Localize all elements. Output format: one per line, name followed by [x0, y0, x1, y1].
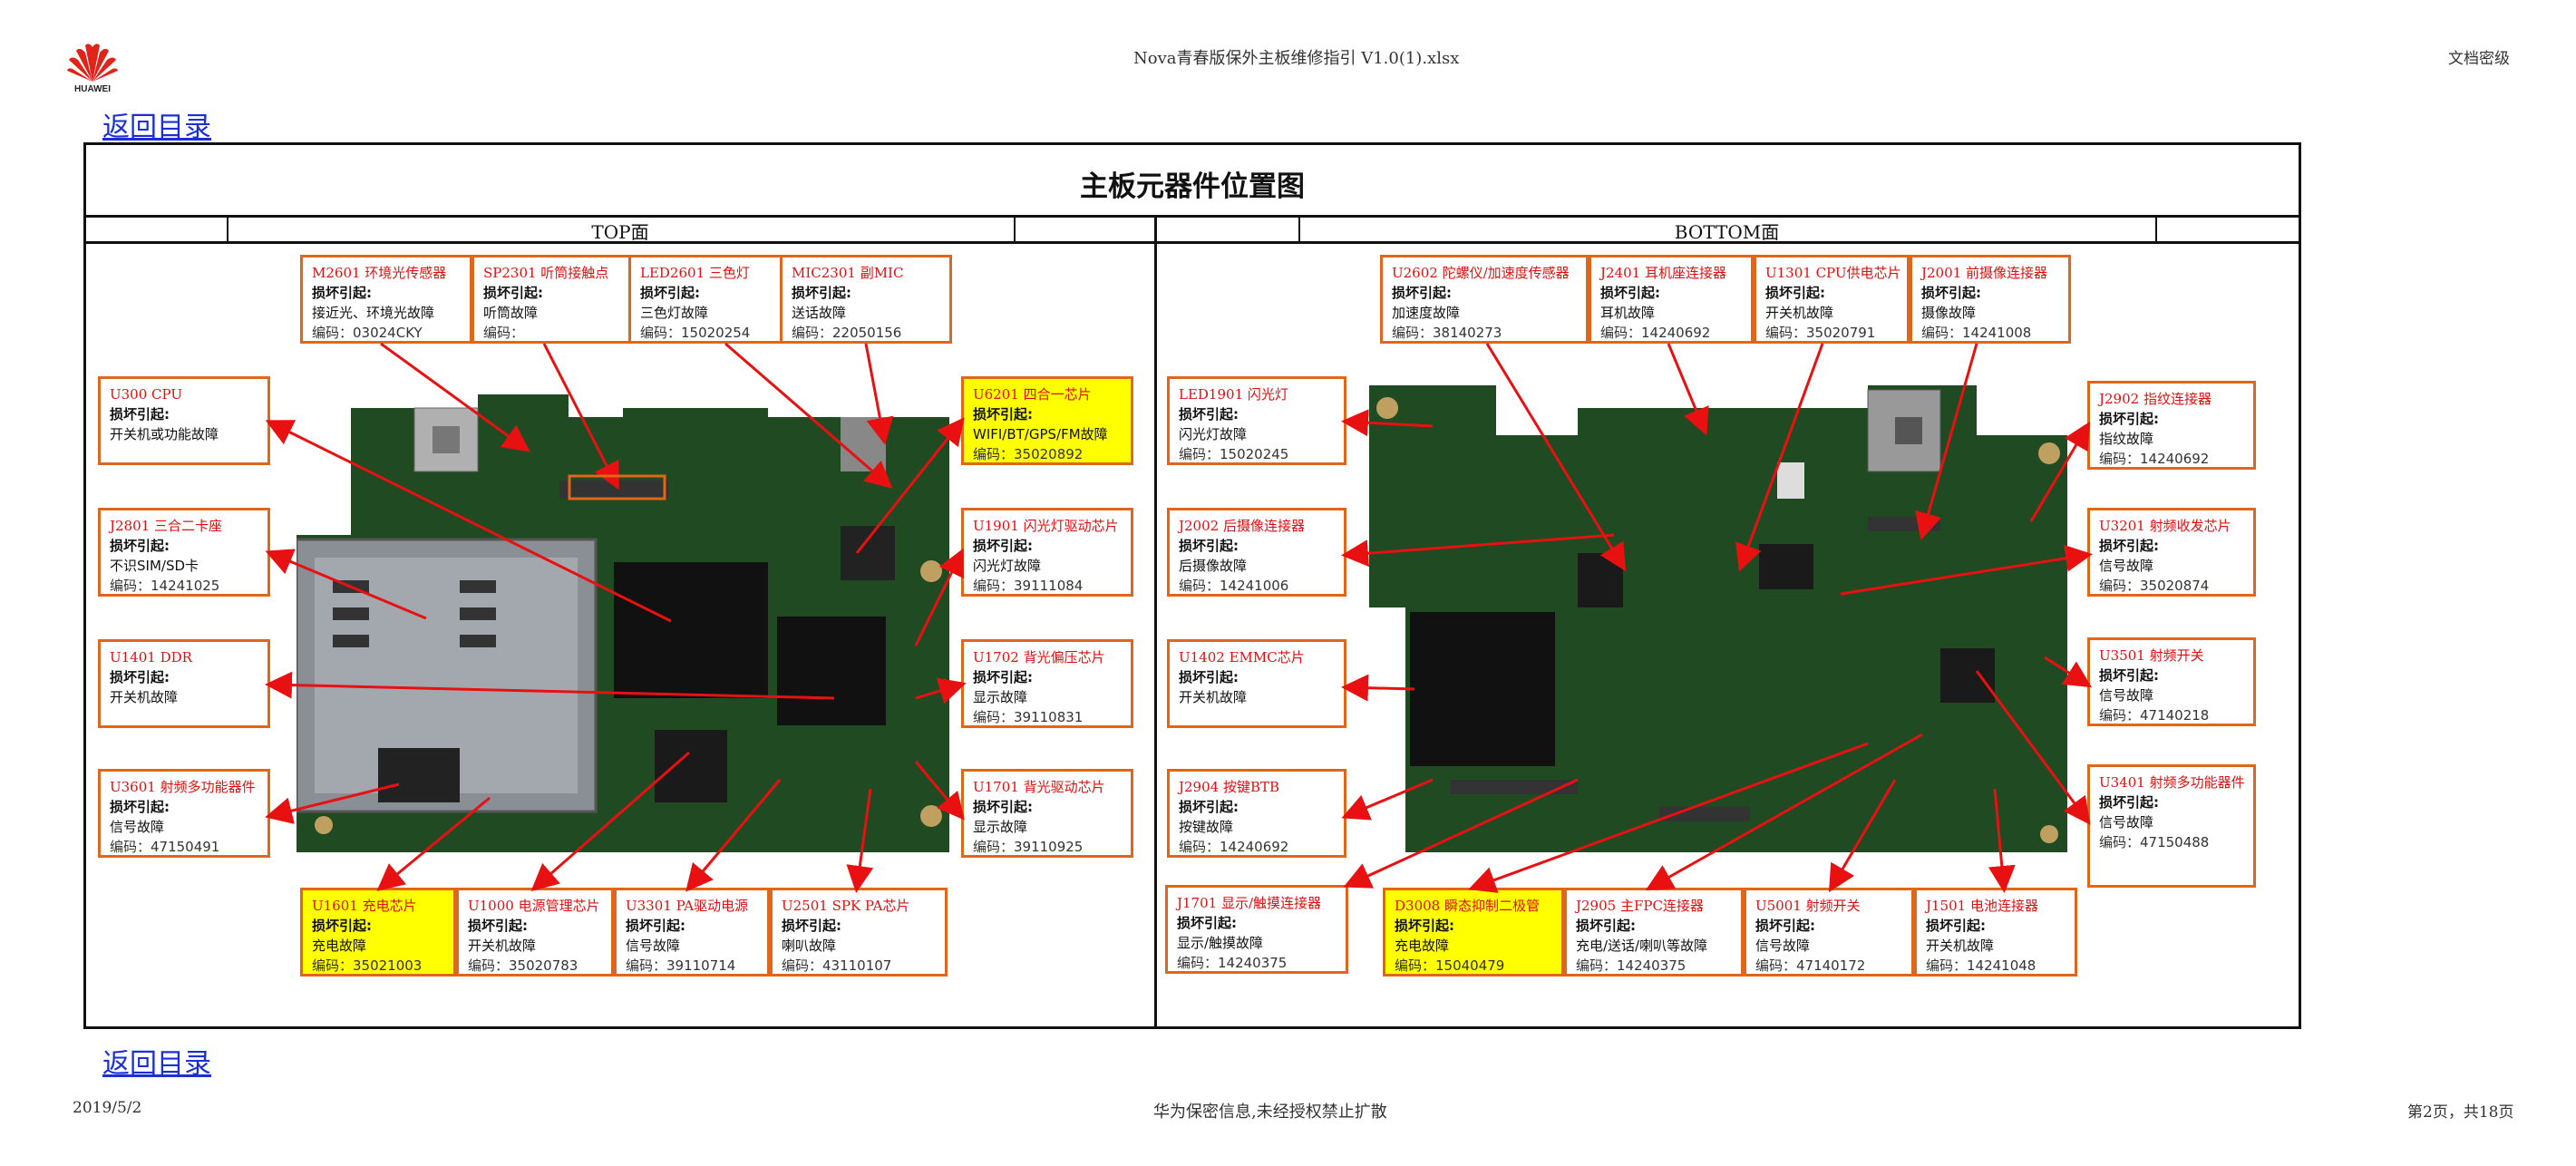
- label-j2905: J2905 主FPC连接器损坏引起:充电/送话/喇叭等故障编码：14240375: [1564, 888, 1744, 977]
- label-j1701: J1701 显示/触摸连接器损坏引起:显示/触摸故障编码：14240375: [1165, 885, 1348, 974]
- label-u3601: U3601 射频多功能器件损坏引起:信号故障编码：47150491: [98, 769, 270, 858]
- back-to-index-link-bottom[interactable]: 返回目录: [102, 1048, 211, 1080]
- bottom-board-image: [1360, 381, 2067, 852]
- label-u1601: U1601 充电芯片损坏引起:充电故障编码：35021003: [300, 888, 456, 977]
- divider: [1154, 215, 1157, 1029]
- divider: [227, 215, 228, 242]
- label-u6201: U6201 四合一芯片损坏引起:WIFI/BT/GPS/FM故障编码：35020…: [961, 376, 1133, 465]
- divider: [1298, 215, 1300, 242]
- footer-page-number: 第2页，共18页: [2407, 1103, 2514, 1122]
- label-m2601: M2601 环境光传感器损坏引起:接近光、环境光故障编码：03024CKY: [300, 255, 472, 344]
- divider: [1014, 215, 1016, 242]
- label-sp2301: SP2301 听筒接触点损坏引起:听筒故障编码：: [471, 255, 644, 344]
- label-u3501: U3501 射频开关损坏引起:信号故障编码：47140218: [2087, 637, 2256, 726]
- label-u1702: U1702 背光偏压芯片损坏引起:显示故障编码：39110831: [961, 639, 1133, 728]
- label-u1301: U1301 CPU供电芯片损坏引起:开关机故障编码：35020791: [1754, 255, 1910, 344]
- label-j1501: J1501 电池连接器损坏引起:开关机故障编码：14241048: [1914, 888, 2077, 977]
- label-u3301: U3301 PA驱动电源损坏引起:信号故障编码：39110714: [614, 888, 770, 977]
- label-j2002: J2002 后摄像连接器损坏引起:后摄像故障编码：14241006: [1167, 508, 1346, 597]
- label-u1901: U1901 闪光灯驱动芯片损坏引起:闪光灯故障编码：39111084: [961, 508, 1133, 597]
- label-u2602: U2602 陀螺仪/加速度传感器损坏引起:加速度故障编码：38140273: [1380, 255, 1589, 344]
- diagram-title: 主板元器件位置图: [1080, 170, 1305, 203]
- label-u5001: U5001 射频开关损坏引起:信号故障编码：47140172: [1744, 888, 1914, 977]
- logo-text: HUAWEI: [74, 84, 111, 94]
- bottom-side-label: BOTTOM面: [1674, 221, 1780, 243]
- label-u2501: U2501 SPK PA芯片损坏引起:喇叭故障编码：43110107: [770, 888, 948, 977]
- top-board-image: [295, 390, 949, 852]
- file-title: Nova青春版保外主板维修指引 V1.0(1).xlsx: [1133, 49, 1460, 68]
- diagram-frame: [83, 142, 2301, 1029]
- label-j2902: J2902 指纹连接器损坏引起:指纹故障编码：14240692: [2087, 381, 2256, 470]
- label-u3401: U3401 射频多功能器件损坏引起:信号故障编码：47150488: [2087, 764, 2256, 888]
- label-u1000: U1000 电源管理芯片损坏引起:开关机故障编码：35020783: [456, 888, 614, 977]
- divider: [83, 215, 2301, 218]
- huawei-logo-icon: [65, 40, 120, 92]
- label-j2801: J2801 三合二卡座损坏引起:不识SIM/SD卡编码：14241025: [98, 508, 270, 597]
- label-led1901: LED1901 闪光灯损坏引起:闪光灯故障编码：15020245: [1167, 376, 1346, 465]
- label-u1402: U1402 EMMC芯片损坏引起:开关机故障: [1167, 639, 1346, 728]
- label-u1701: U1701 背光驱动芯片损坏引起:显示故障编码：39110925: [961, 769, 1133, 858]
- label-u3201: U3201 射频收发芯片损坏引起:信号故障编码：35020874: [2087, 508, 2256, 597]
- label-d3008: D3008 瞬态抑制二极管损坏引起:充电故障编码：15040479: [1383, 888, 1564, 977]
- top-side-label: TOP面: [591, 221, 649, 243]
- classification-label: 文档密级: [2448, 50, 2510, 68]
- label-led2601: LED2601 三色灯损坏引起:三色灯故障编码：15020254: [628, 255, 801, 344]
- divider: [83, 241, 2301, 244]
- footer-confidential-notice: 华为保密信息,未经授权禁止扩散: [1153, 1103, 1387, 1122]
- back-to-index-link-top[interactable]: 返回目录: [102, 112, 211, 143]
- divider: [2155, 215, 2157, 242]
- label-j2001: J2001 前摄像连接器损坏引起:摄像故障编码：14241008: [1910, 255, 2071, 344]
- label-j2401: J2401 耳机座连接器损坏引起:耳机故障编码：14240692: [1589, 255, 1754, 344]
- footer-date: 2019/5/2: [73, 1099, 142, 1117]
